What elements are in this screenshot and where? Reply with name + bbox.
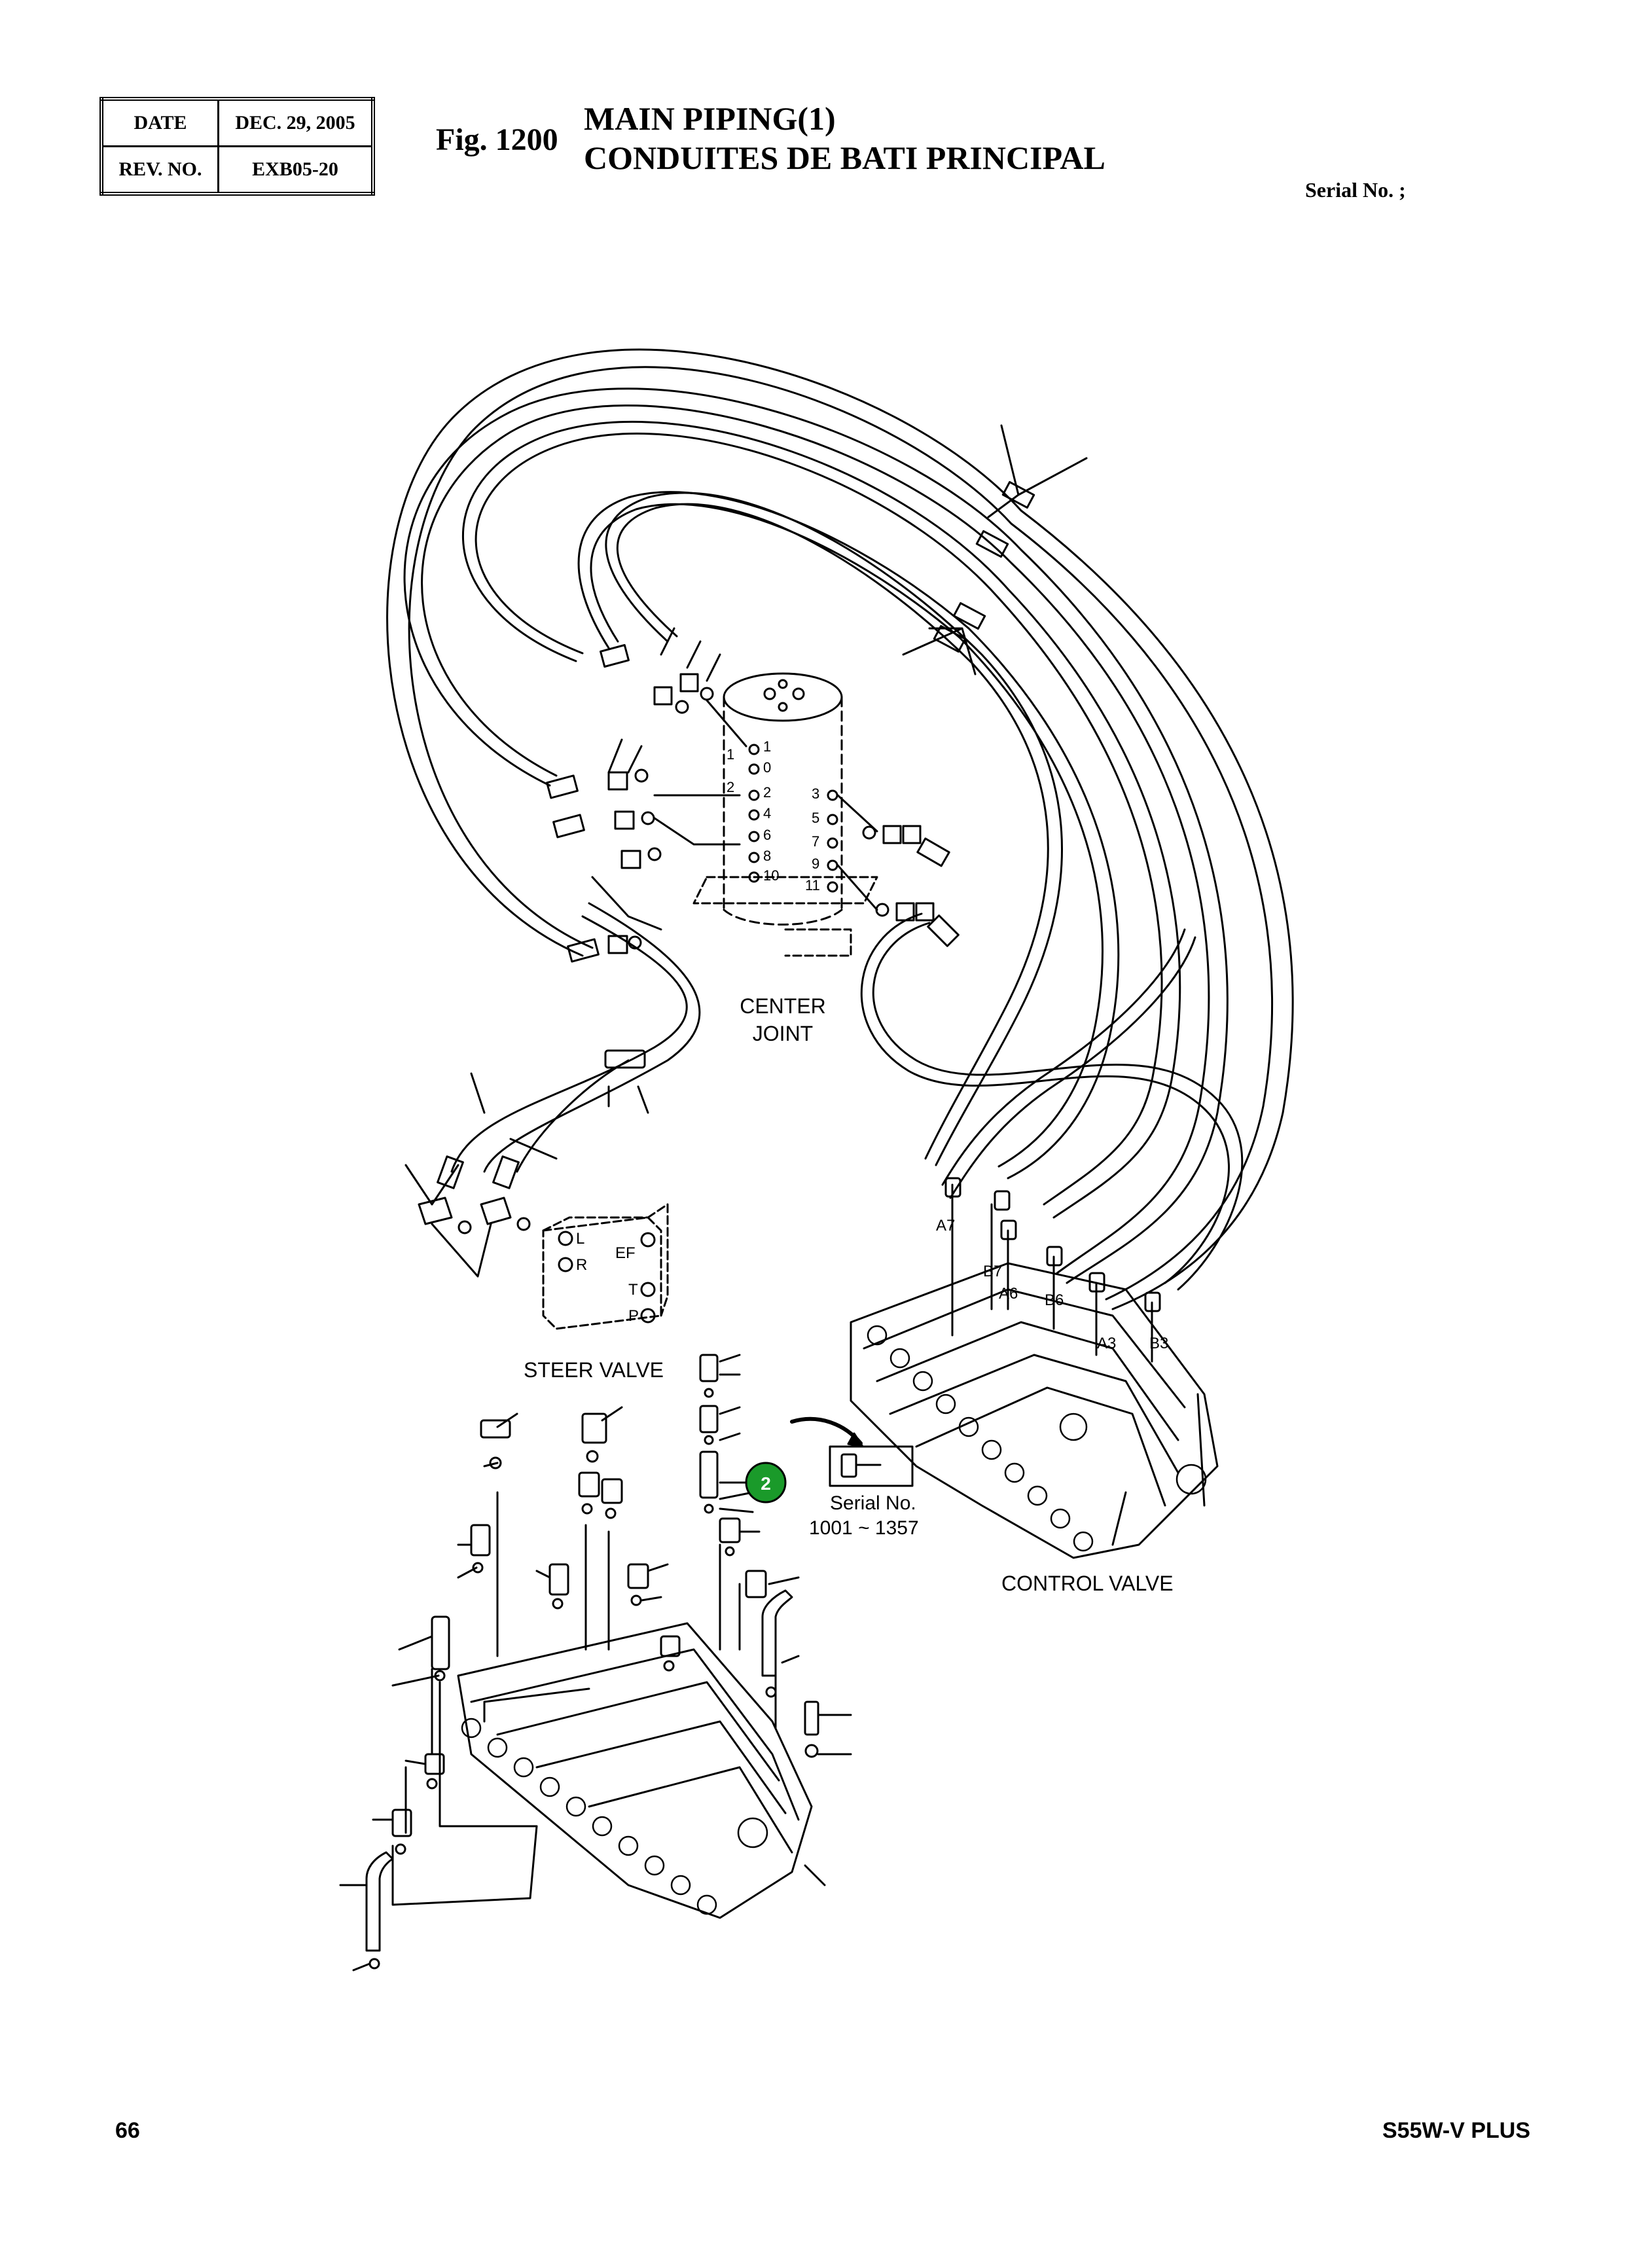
cj-hose-label-1: 1: [727, 746, 734, 763]
cj-port-8: 8: [763, 848, 771, 864]
steer-hoses: [437, 902, 701, 1189]
cj-port-6: 6: [763, 827, 771, 843]
control-valve-assembly: [850, 1177, 1219, 1559]
page-number: 66: [115, 2118, 140, 2143]
date-value: DEC. 29, 2005: [217, 98, 374, 147]
upper-couplings: [902, 424, 1088, 675]
cj-port-2: 2: [763, 784, 771, 801]
exploded-control-valve: [339, 1354, 852, 1972]
serial-number-heading: Serial No. ;: [1305, 178, 1406, 202]
main-hose-bundle: [386, 348, 1294, 1310]
cj-port-7: 7: [812, 833, 819, 850]
steer-port-L: L: [576, 1230, 584, 1248]
date-label: DATE: [100, 98, 219, 147]
cj-port-3: 3: [812, 785, 819, 802]
cj-port-4: 4: [763, 805, 771, 821]
steer-valve-label: STEER VALVE: [524, 1358, 664, 1382]
cv-port-A6: A6: [999, 1285, 1018, 1303]
cv-port-A3: A3: [1097, 1335, 1116, 1352]
title-french: CONDUITES DE BATI PRINCIPAL: [584, 139, 1105, 176]
cv-port-B6: B6: [1045, 1291, 1064, 1309]
callout-2: [719, 1462, 787, 1504]
rev-label: REV. NO.: [100, 145, 219, 195]
control-valve-label: CONTROL VALVE: [1001, 1572, 1174, 1595]
steer-port-P: P: [628, 1307, 639, 1325]
serial-note-line1: Serial No.: [830, 1492, 916, 1514]
serial-inset: [790, 1416, 914, 1487]
rev-value: EXB05-20: [217, 145, 374, 195]
center-joint-label-1: CENTER: [740, 994, 826, 1018]
cj-hose-label-2: 2: [727, 779, 734, 795]
steer-port-R: R: [576, 1256, 587, 1274]
model-name: S55W-V PLUS: [1382, 2118, 1531, 2143]
cj-port-5: 5: [812, 810, 819, 826]
center-joint: [692, 672, 878, 957]
steer-port-EF: EF: [615, 1244, 636, 1262]
cj-port-10: 10: [763, 867, 779, 884]
cv-port-A7: A7: [936, 1217, 955, 1234]
cv-port-B7: B7: [983, 1263, 1002, 1280]
callout-number: 2: [761, 1473, 771, 1494]
center-joint-label-2: JOINT: [753, 1022, 813, 1045]
cj-port-9: 9: [812, 855, 819, 872]
right-hoses: [860, 912, 1244, 1291]
cj-port-1: 1: [763, 738, 771, 755]
steer-valve: [404, 1164, 669, 1330]
title-english: MAIN PIPING(1): [584, 100, 836, 137]
steer-port-T: T: [628, 1281, 638, 1299]
figure-number: Fig. 1200: [436, 122, 558, 157]
center-joint-fittings: [546, 627, 960, 963]
revision-table: DATE DEC. 29, 2005 REV. NO. EXB05-20: [99, 97, 375, 196]
cj-port-0: 0: [763, 759, 771, 776]
serial-note-line2: 1001 ~ 1357: [809, 1517, 919, 1539]
cj-port-11: 11: [805, 877, 820, 893]
cv-port-B3: B3: [1149, 1335, 1168, 1352]
